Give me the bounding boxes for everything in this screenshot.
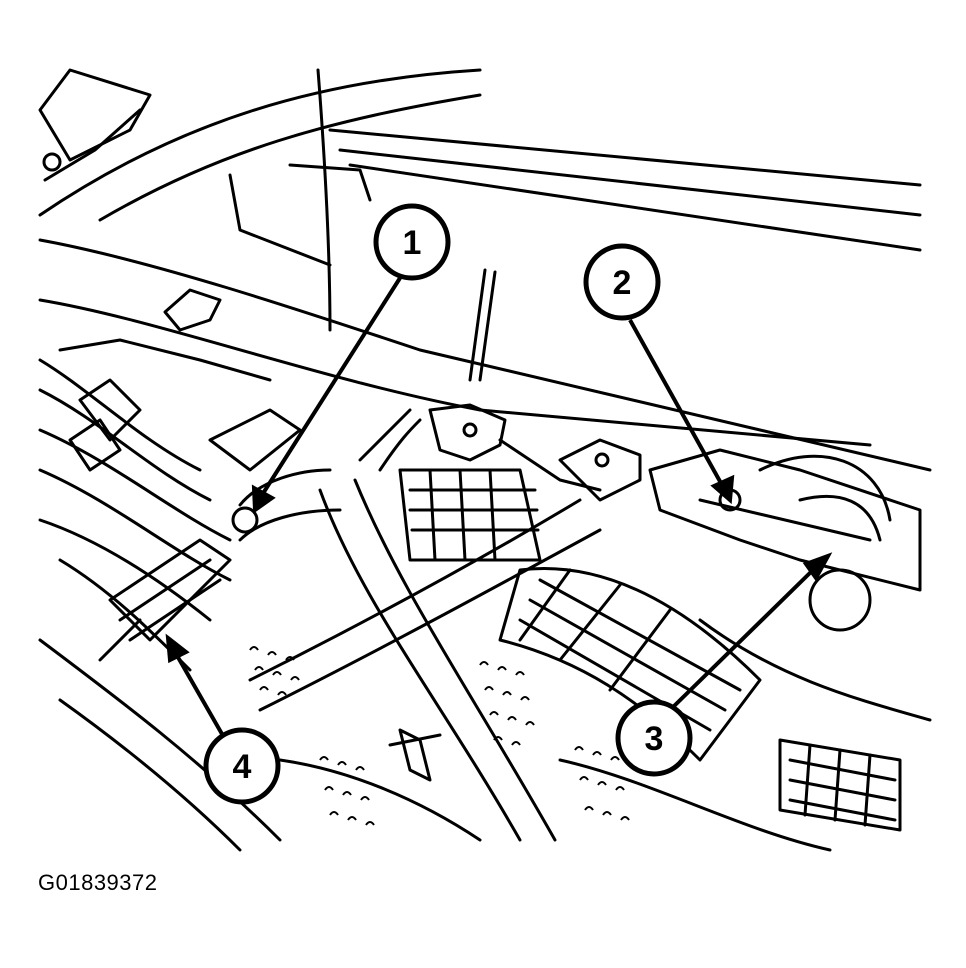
callout-4-circle bbox=[203, 727, 281, 805]
callout-1-circle bbox=[373, 203, 451, 281]
callout-3-circle bbox=[615, 699, 693, 777]
callout-4-label: 4 bbox=[233, 748, 252, 786]
callout-2-circle bbox=[583, 243, 661, 321]
leader-lines bbox=[165, 276, 833, 749]
callout-3: 3 bbox=[615, 699, 693, 777]
callout-2: 2 bbox=[583, 243, 661, 321]
callout-1-label: 1 bbox=[403, 224, 422, 262]
callout-1: 1 bbox=[373, 203, 451, 281]
callout-2-label: 2 bbox=[613, 264, 632, 302]
callout-4: 4 bbox=[203, 727, 281, 805]
surface-texture bbox=[249, 646, 630, 826]
callout-3-label: 3 bbox=[645, 720, 664, 758]
figure-id: G01839372 bbox=[38, 870, 158, 895]
line-art bbox=[38, 68, 932, 852]
